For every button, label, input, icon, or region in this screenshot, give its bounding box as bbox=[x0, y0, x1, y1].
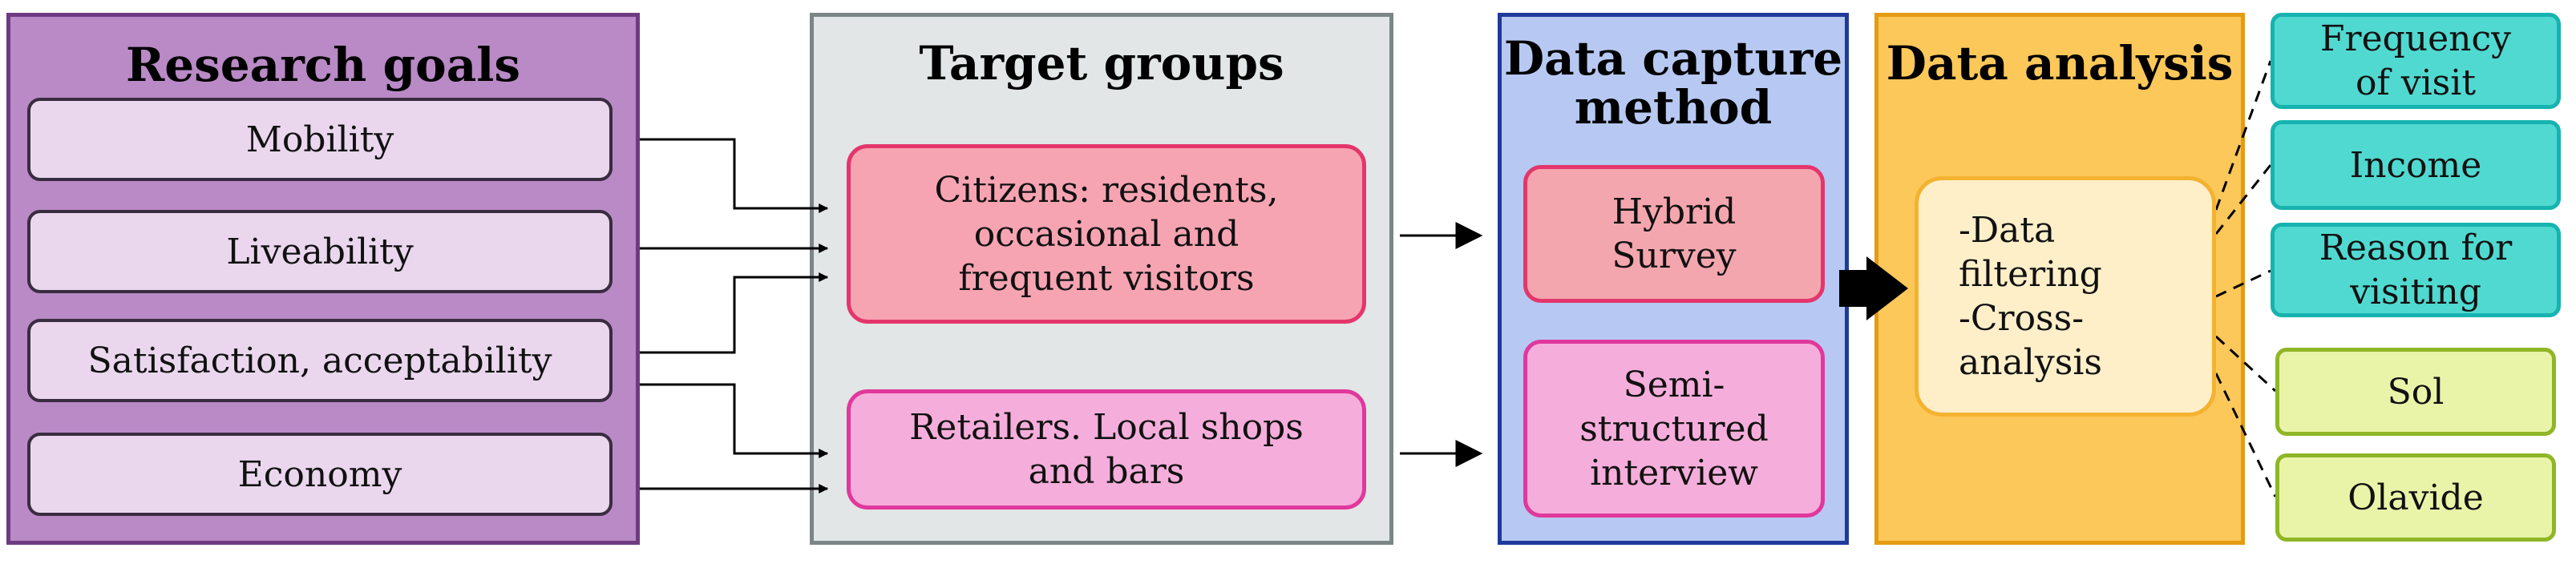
arrow-satisfaction-to-citizens bbox=[640, 272, 829, 354]
capture-semi-structured-interview: Semi- structured interview bbox=[1523, 340, 1825, 518]
capture-hybrid-survey: Hybrid Survey bbox=[1523, 165, 1825, 303]
dash-to-reason bbox=[2215, 269, 2271, 298]
arrow-satisfaction-to-retailers bbox=[640, 383, 829, 458]
output-olavide: Olavide bbox=[2275, 453, 2556, 542]
arrow-mobility-to-citizens bbox=[640, 138, 829, 213]
dash-to-olavide bbox=[2214, 373, 2277, 498]
goal-mobility: Mobility bbox=[27, 98, 613, 181]
goal-liveability: Liveability bbox=[27, 210, 613, 293]
analysis-methods: -Data filtering -Cross- analysis bbox=[1915, 176, 2216, 417]
target-retailers: Retailers. Local shops and bars bbox=[847, 389, 1366, 510]
dash-to-sol bbox=[2214, 335, 2277, 393]
research-goals-title: Research goals bbox=[126, 38, 520, 92]
data-analysis-title: Data analysis bbox=[1886, 36, 2234, 91]
goal-satisfaction-acceptability: Satisfaction, acceptability bbox=[27, 319, 613, 402]
arrow-capture-to-analysis bbox=[1839, 256, 1908, 320]
output-sol: Sol bbox=[2275, 348, 2556, 436]
output-reason-for-visiting: Reason for visiting bbox=[2271, 223, 2561, 317]
output-income: Income bbox=[2271, 120, 2561, 210]
dash-to-frequency bbox=[2214, 60, 2272, 211]
target-groups-title: Target groups bbox=[919, 36, 1284, 91]
data-capture-title: Data capture method bbox=[1503, 31, 1843, 135]
target-citizens: Citizens: residents, occasional and freq… bbox=[847, 144, 1366, 324]
output-frequency-of-visit: Frequency of visit bbox=[2271, 13, 2561, 109]
goal-economy: Economy bbox=[27, 433, 613, 516]
dash-to-income bbox=[2214, 164, 2272, 235]
